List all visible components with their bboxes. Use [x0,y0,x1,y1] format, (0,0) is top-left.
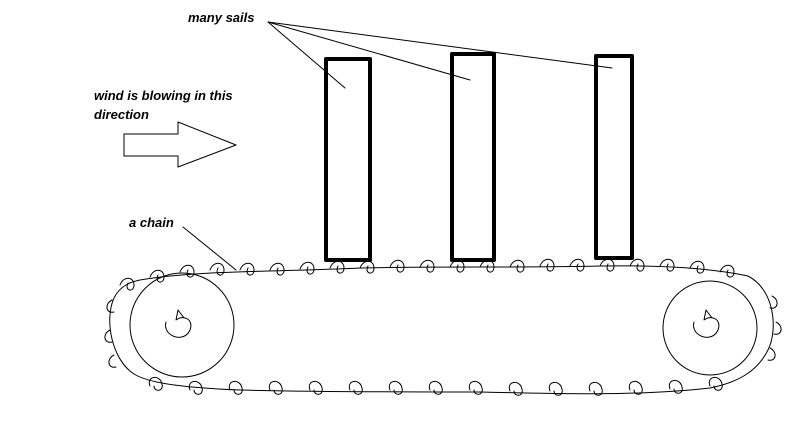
right-wheel [662,280,758,376]
right-wheel-rotation-icon [693,309,720,338]
sails-pointer-lines [267,21,613,89]
sails [324,52,634,262]
sails-label: many sails [188,10,255,25]
sail-1 [324,57,372,262]
chain-top-links [119,258,735,291]
chain-bottom-links [148,377,723,396]
pointer-to-sail-1 [267,21,346,89]
chain-side-links [104,295,782,368]
left-wheel-rotation-icon [165,309,192,338]
sail-3 [594,54,634,260]
chain-outline [109,265,774,395]
wind-arrow [123,121,237,168]
chain-loop [104,258,782,396]
chain-label: a chain [129,215,174,230]
pointer-to-sail-2 [267,21,471,81]
wind-label-line1: wind is blowing in this [94,88,233,103]
left-wheel [129,272,235,378]
wind-label-line2: direction [94,107,149,122]
chain-pointer-line [182,226,237,271]
pointer-to-sail-3 [267,21,613,69]
sail-2 [450,52,496,262]
